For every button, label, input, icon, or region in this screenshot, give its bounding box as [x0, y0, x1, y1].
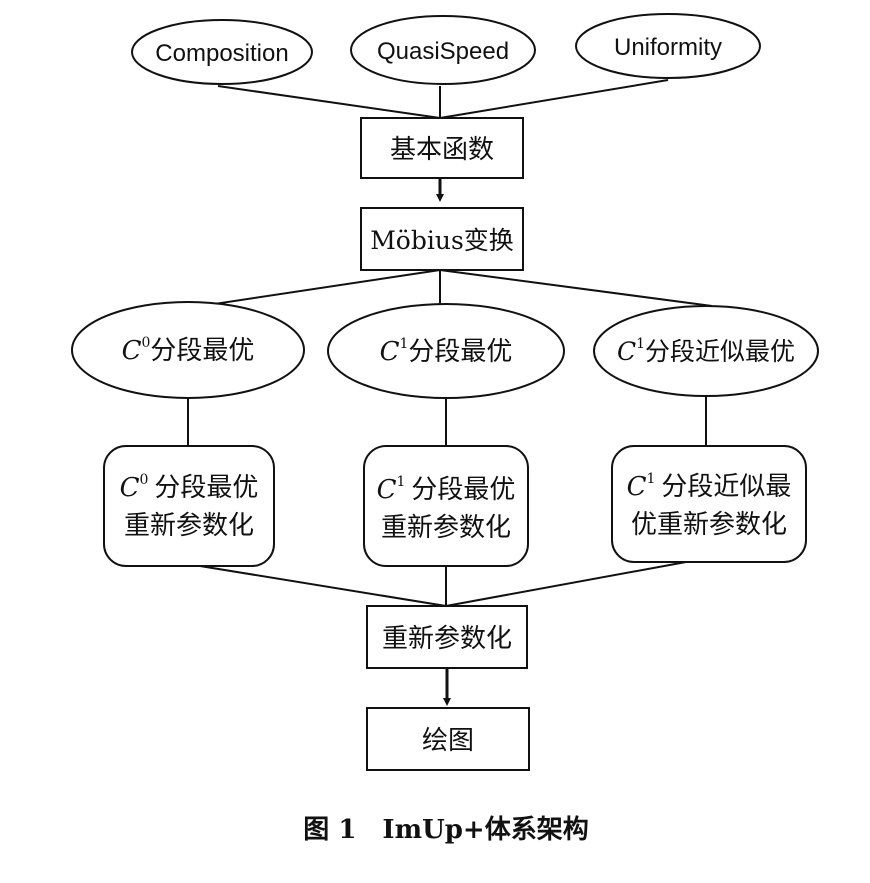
ellipse-method-c1-approx	[593, 305, 819, 397]
draw-node: 绘图	[366, 707, 530, 771]
method-c0: C0分段最优	[71, 301, 305, 399]
basic-function-label: 基本函数	[390, 135, 494, 165]
method-c0-text: 分段最优	[150, 336, 254, 366]
method-c1-approx-sup: 1	[636, 336, 645, 352]
connectors	[187, 79, 713, 706]
reparam-c1-approx-symbol: C	[627, 472, 647, 502]
reparam-c1: C1 分段最优 重新参数化	[363, 445, 529, 567]
reparam-c1-text1: 分段最优	[411, 475, 515, 505]
ellipse-quasispeed	[350, 15, 536, 85]
reparam-c1-approx-box	[611, 445, 807, 563]
draw-box	[366, 707, 530, 771]
input-quasispeed: QuasiSpeed	[350, 15, 536, 85]
reparameterize-label: 重新参数化	[382, 624, 512, 654]
method-c1-text: 分段最优	[408, 337, 512, 367]
label-composition: Composition	[155, 40, 288, 67]
input-composition: Composition	[131, 19, 313, 85]
method-c0-symbol: C	[122, 336, 142, 366]
reparam-c1-approx-line2: 优重新参数化	[631, 510, 787, 540]
connector-composition	[217, 85, 441, 119]
reparam-c0-line2: 重新参数化	[124, 511, 254, 541]
method-c1-approx-text: 分段近似最优	[645, 337, 795, 366]
method-c1-approx: C1分段近似最优	[593, 305, 819, 397]
method-c1-approx-label: C1分段近似最优	[617, 336, 795, 366]
ellipse-uniformity	[575, 13, 761, 79]
reparam-c0-text1: 分段最优	[154, 473, 258, 503]
reparam-c0-line1: C0 分段最优	[120, 472, 259, 503]
reparam-c0-box	[103, 445, 275, 567]
ellipse-composition	[131, 19, 313, 85]
reparam-c1-box	[363, 445, 529, 567]
connector-reparam-c0-merge	[199, 565, 447, 607]
reparam-c1-approx: C1 分段近似最 优重新参数化	[611, 445, 807, 563]
draw-label: 绘图	[422, 726, 474, 756]
connector-uniformity	[439, 79, 669, 119]
mobius-box	[360, 207, 524, 271]
basic-function-box	[360, 117, 524, 179]
method-c1-symbol: C	[380, 337, 400, 367]
reparameterize-node: 重新参数化	[366, 605, 528, 669]
method-c1: C1分段最优	[327, 303, 565, 399]
basic-function-node: 基本函数	[360, 117, 524, 179]
method-c0-label: C0分段最优	[122, 335, 255, 366]
method-c0-sup: 0	[141, 335, 150, 351]
connector-mobius-c0	[187, 269, 441, 309]
reparam-c0-sup: 0	[139, 472, 148, 488]
method-c1-approx-symbol: C	[617, 337, 636, 366]
reparam-c1-symbol: C	[377, 475, 397, 505]
reparam-c1-approx-text1: 分段近似最	[661, 472, 791, 502]
reparam-c1-line2: 重新参数化	[381, 513, 511, 543]
label-uniformity: Uniformity	[614, 34, 722, 61]
method-c1-sup: 1	[399, 336, 408, 352]
reparam-c0: C0 分段最优 重新参数化	[103, 445, 275, 567]
mobius-node: Möbius变换	[360, 207, 524, 271]
ellipse-method-c1	[327, 303, 565, 399]
reparam-c1-approx-line1: C1 分段近似最	[627, 471, 792, 502]
connector-reparam-c1-approx-merge	[445, 561, 687, 607]
label-quasispeed: QuasiSpeed	[377, 38, 509, 65]
reparam-c1-sup: 1	[396, 474, 405, 490]
method-c1-label: C1分段最优	[380, 336, 513, 367]
reparameterize-box	[366, 605, 528, 669]
mobius-label: Möbius变换	[370, 226, 514, 255]
reparam-c1-approx-sup: 1	[646, 471, 655, 487]
ellipse-method-c0	[71, 301, 305, 399]
input-uniformity: Uniformity	[575, 13, 761, 79]
connector-mobius-c1-approx	[439, 269, 713, 307]
reparam-c0-symbol: C	[120, 473, 140, 503]
reparam-c1-line1: C1 分段最优	[377, 474, 516, 505]
figure-caption: 图 1 ImUp+体系架构	[303, 815, 588, 845]
